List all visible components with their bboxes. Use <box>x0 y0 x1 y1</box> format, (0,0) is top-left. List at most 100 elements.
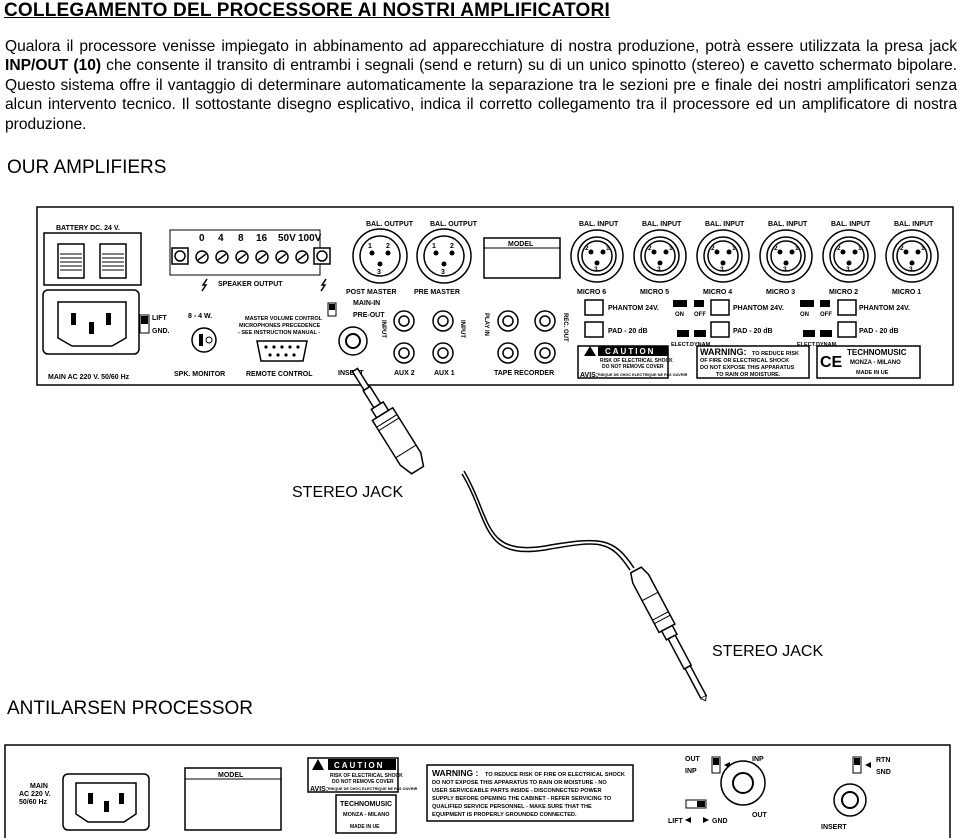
ohm-4-label: 4 <box>218 233 224 244</box>
proc-insert-jack[interactable] <box>833 783 867 817</box>
amp-caution-title: CAUTION <box>605 347 655 356</box>
xlr-mic-input[interactable] <box>633 229 687 283</box>
ohm-0-label: 0 <box>199 233 205 244</box>
mic-pin-label: 3 <box>846 266 850 273</box>
xlr-mic-input[interactable] <box>696 229 750 283</box>
ce-mark: CE <box>820 354 843 371</box>
amp-panel-frame <box>36 206 954 386</box>
xlr-pre-master[interactable] <box>416 228 472 284</box>
proc-warning-line-1: TO REDUCE RISK OF FIRE OR ELECTRICAL SHO… <box>485 772 625 778</box>
section-antilarsen-processor: ANTILARSEN PROCESSOR <box>7 698 253 719</box>
elect-label-2: ELECT. <box>797 342 816 348</box>
intro-paragraph: Qualora il processore venisse impiegato … <box>5 37 957 134</box>
stereo-jack-label-bottom: STEREO JACK <box>712 643 823 660</box>
battery-terminal-left <box>57 243 85 279</box>
proc-brand-city: MONZA - MILANO <box>343 812 390 818</box>
processor-rear-panel: MAIN AC 220 V. 50/60 Hz MODEL CAUTION RI… <box>4 744 951 838</box>
proc-jack-out-label: OUT <box>752 812 768 819</box>
elect-label-1: ELECT. <box>671 342 690 348</box>
phantom-box-3[interactable] <box>837 299 857 316</box>
amp-main-ac-label: MAIN AC 220 V. 50/60 Hz <box>48 374 130 381</box>
aux1-label: AUX 1 <box>434 370 455 377</box>
pad-box-2[interactable] <box>710 321 730 338</box>
xlr-mic-input[interactable] <box>885 229 939 283</box>
amp-gnd-label: GND. <box>152 328 170 335</box>
phantom-label-1: PHANTOM 24V. <box>608 305 659 312</box>
pad-box-3[interactable] <box>837 321 857 338</box>
amp-brand-name: TECHNOMUSIC <box>847 348 907 357</box>
proc-hz-label: 50/60 Hz <box>19 799 48 806</box>
proc-model-box <box>184 767 282 831</box>
dynam-label-1: DYNAM. <box>690 342 712 348</box>
amp-model-box <box>483 237 561 279</box>
off-label-1: OFF <box>694 312 706 318</box>
paragraph-text-1: Qualora il processore venisse impiegato … <box>5 38 957 55</box>
micro-label: MICRO 1 <box>892 289 921 296</box>
amp-warning-block: WARNING: TO REDUCE RISK OF FIRE OR ELECT… <box>696 345 810 379</box>
spk-monitor-socket[interactable] <box>191 327 217 353</box>
pad-label-3: PAD - 20 dB <box>859 328 899 335</box>
phantom-label-2: PHANTOM 24V. <box>733 305 784 312</box>
mic-pin-label: 2 <box>585 245 589 252</box>
phantom-box-1[interactable] <box>584 299 604 316</box>
bal-input-label: BAL. INPUT <box>831 221 871 228</box>
stereo-jack-label-top: STEREO JACK <box>292 484 403 501</box>
insert-jack-socket[interactable] <box>338 326 368 356</box>
paragraph-bold-jack: INP/OUT (10) <box>5 57 102 75</box>
proc-out-label: OUT <box>685 756 701 763</box>
proc-avis-text: RISQUE DE CHOC ELECTRIQUE NE PAS OUVRIR <box>328 787 418 791</box>
mic-pin-label: 2 <box>900 245 904 252</box>
phantom-pad-section: PHANTOM 24V. PAD - 20 dB ON OFF PHANTOM … <box>584 299 910 348</box>
proc-gnd-label: GND <box>712 818 728 825</box>
remote-control-label: REMOTE CONTROL <box>246 371 313 378</box>
play-in-vertical-label: PLAY IN <box>483 313 489 336</box>
master-note-line-2: MICROPHONES PRECEDENCE <box>239 323 321 329</box>
amp-power-inlet[interactable] <box>42 289 140 355</box>
proc-lift-gnd-switch[interactable] <box>685 799 707 809</box>
phantom-label-3: PHANTOM 24V. <box>859 305 910 312</box>
insert-label: INSERT <box>338 370 364 377</box>
proc-power-inlet[interactable] <box>62 773 150 831</box>
mic-pin-label: 3 <box>783 266 787 273</box>
on-label-2: ON <box>800 312 809 318</box>
amp-lift-label: LIFT <box>152 315 167 322</box>
ohm-16-label: 16 <box>256 233 268 244</box>
xlr-post-master[interactable] <box>352 228 408 284</box>
xlr-mic-input[interactable] <box>822 229 876 283</box>
tape-recorder-label: TAPE RECORDER <box>494 370 554 377</box>
pad-box-1[interactable] <box>584 321 604 338</box>
pin-2-label: 2 <box>450 243 454 250</box>
stereo-jack-cable: STEREO JACK STEREO JACK <box>292 367 823 702</box>
phantom-box-2[interactable] <box>710 299 730 316</box>
proc-made-in: MADE IN UE <box>350 824 380 830</box>
proc-warning-line-6: EQUIPMENT IS PROPERLY GROUNDED CONNECTED… <box>432 812 577 818</box>
proc-brand-block: TECHNOMUSIC MONZA - MILANO MADE IN UE <box>335 794 397 834</box>
xlr-mic-input[interactable] <box>759 229 813 283</box>
battery-terminal-block <box>43 232 142 286</box>
main-in-label: MAIN-IN <box>353 300 380 307</box>
mic-pin-label: 2 <box>648 245 652 252</box>
proc-caution-line-2: DO NOT REMOVE COVER <box>332 779 394 785</box>
proc-caution-title: CAUTION <box>334 761 384 770</box>
spk-monitor-value: 8 - 4 W. <box>188 313 212 320</box>
aux-rca-sockets[interactable] <box>393 310 556 364</box>
ohm-100v-label: 100V <box>298 233 322 244</box>
aux2-input-vertical-label: INPUT <box>380 320 386 338</box>
proc-warning-line-2: DO NOT EXPOSE THIS APPARATUS TO RAIN OR … <box>432 780 607 786</box>
pad-label-1: PAD - 20 dB <box>608 328 648 335</box>
battery-label: BATTERY DC. 24 V. <box>56 225 120 232</box>
mic-pin-label: 3 <box>909 266 913 273</box>
pre-master-label: PRE MASTER <box>414 289 460 296</box>
pad-label-2: PAD - 20 dB <box>733 328 773 335</box>
aux2-label: AUX 2 <box>394 370 415 377</box>
remote-control-dsub[interactable] <box>256 340 308 362</box>
proc-caution-line-1: RISK OF ELECTRICAL SHOCK <box>330 773 403 779</box>
master-note-line-1: MASTER VOLUME CONTROL <box>245 316 323 322</box>
mic-pin-label: 1 <box>732 245 736 252</box>
xlr-mic-input[interactable] <box>570 229 624 283</box>
ohm-8-label: 8 <box>238 233 244 244</box>
mic-pin-label: 3 <box>594 266 598 273</box>
bal-input-label: BAL. INPUT <box>642 221 682 228</box>
proc-inp-out-jack[interactable] <box>720 760 766 806</box>
proc-avis-label: AVIS: <box>310 786 328 793</box>
